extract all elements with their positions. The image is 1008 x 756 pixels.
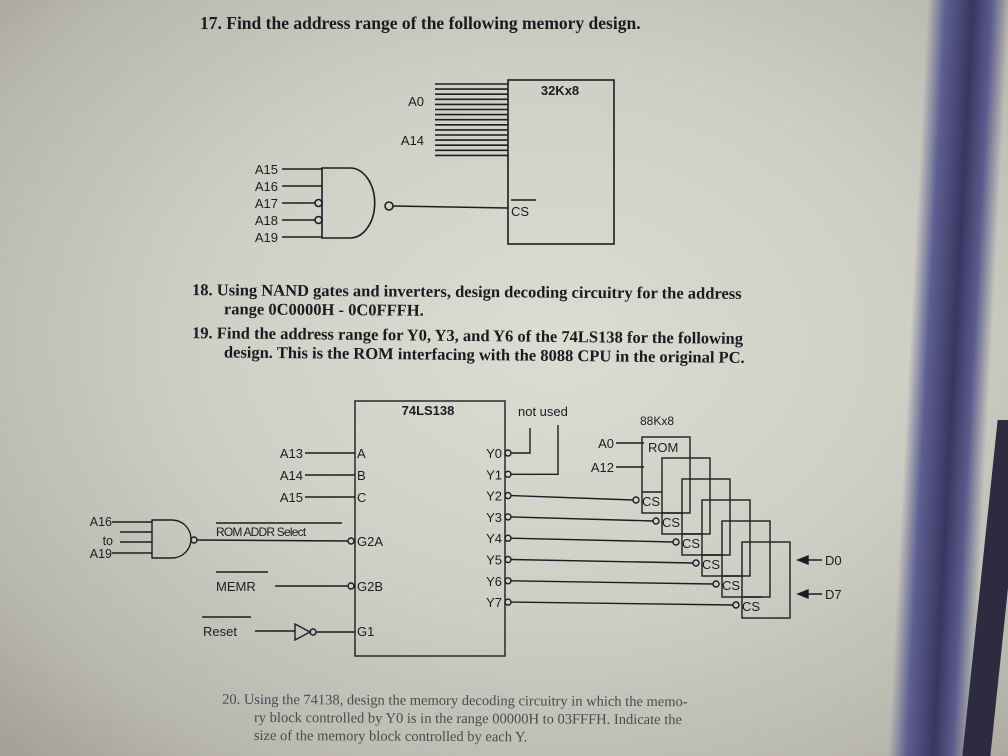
- y1-not-used-stub: [511, 425, 559, 475]
- rom-addr-label-a0: A0: [598, 436, 614, 451]
- memory-chip-label: 32Kx8: [541, 83, 579, 98]
- cs-wire: [510, 516, 654, 522]
- gate-input-label: A17: [255, 196, 278, 211]
- gate-input-label: A15: [255, 162, 278, 177]
- rom-addr-label-a12: A12: [591, 460, 614, 475]
- cs-bubble: [692, 559, 700, 567]
- rom-select-label: ROM ADDR Select: [216, 525, 307, 539]
- output-bubble: [504, 470, 512, 478]
- input-pin-label: C: [357, 490, 366, 505]
- g2b-pin-label: G2B: [357, 579, 383, 594]
- question-text: Find the address range of the following …: [226, 13, 641, 33]
- output-pin-label: Y4: [486, 531, 502, 546]
- address-bus: [435, 83, 508, 157]
- reset-label: Reset: [203, 624, 237, 639]
- cs-wire: [510, 494, 634, 501]
- cs-wire: [392, 205, 509, 209]
- cs-wire: [510, 558, 694, 564]
- output-pin-label: Y1: [486, 467, 502, 482]
- gate-input-label: A16: [255, 179, 278, 194]
- cs-bubble: [652, 517, 660, 525]
- decoder-chip-box: [354, 400, 506, 657]
- output-bubble: [504, 598, 512, 606]
- nand-input-label-top: A16: [90, 515, 112, 529]
- output-bubble: [504, 513, 512, 521]
- nand-input-label-bottom: A19: [90, 547, 112, 561]
- d7-arrow-icon: [796, 588, 809, 600]
- cs-bubble: [672, 538, 680, 546]
- output-bubble: [504, 449, 512, 457]
- output-bubble: [504, 491, 512, 500]
- nand-output-bubble: [190, 536, 198, 544]
- y0-not-used-stub: [511, 428, 531, 454]
- rom-chip: [741, 541, 791, 619]
- cs-pin-label: CS: [722, 578, 740, 593]
- d0-arrow-icon: [796, 554, 809, 566]
- output-bubble: [504, 534, 512, 542]
- bus-label-a0: A0: [408, 94, 424, 109]
- cs-bubble: [632, 496, 640, 504]
- cs-wire: [510, 580, 714, 585]
- reset-inverter: [294, 622, 312, 642]
- cs-pin-label: CS: [662, 515, 680, 530]
- g1-pin-label: G1: [357, 624, 374, 639]
- nand-input-label-mid: to: [103, 534, 113, 548]
- question-number: 17.: [200, 13, 222, 33]
- cs-wire: [510, 601, 734, 606]
- question-17: 17. Find the address range of the follow…: [200, 14, 641, 33]
- cs-pin-label: CS: [682, 536, 700, 551]
- output-bubble: [504, 555, 512, 564]
- output-pin-label: Y6: [486, 574, 502, 589]
- memory-chip-box: [507, 79, 615, 245]
- output-pin-label: Y2: [486, 489, 502, 504]
- output-pin-label: Y7: [486, 595, 502, 610]
- gate-input-label: A18: [255, 213, 278, 228]
- data-label-d7: D7: [825, 587, 842, 602]
- input-pin-label: B: [357, 468, 366, 483]
- cs-pin-label: CS: [642, 494, 660, 509]
- cs-pin-label: CS: [511, 204, 529, 219]
- gate-input-label: A19: [255, 230, 278, 245]
- input-pin-label: A: [357, 446, 366, 461]
- output-pin-label: Y5: [486, 553, 502, 568]
- cs-pin-label: CS: [702, 557, 720, 572]
- rom-size-label: 88Kx8: [640, 414, 674, 428]
- inverter-bubble-a17: [314, 198, 323, 208]
- cs-wire: [510, 537, 674, 543]
- input-signal-label: A13: [280, 446, 303, 461]
- not-used-label: not used: [518, 404, 568, 419]
- output-bubble: [504, 577, 512, 585]
- cs-bubble: [712, 580, 720, 588]
- nand-gate: [321, 167, 376, 239]
- cs-pin-label: CS: [742, 599, 760, 614]
- bus-label-a14: A14: [401, 133, 424, 148]
- memr-label: MEMR: [216, 579, 256, 594]
- cs-bubble: [732, 601, 740, 609]
- output-pin-label: Y3: [486, 510, 502, 525]
- output-pin-label: Y0: [486, 446, 502, 461]
- rom-select-nand-gate: [151, 519, 192, 559]
- inverter-bubble-a18: [314, 215, 323, 225]
- decoder-outputs: [504, 425, 559, 606]
- input-signal-label: A15: [280, 490, 303, 505]
- decoder-chip-label: 74LS138: [402, 403, 455, 418]
- data-label-d0: D0: [825, 553, 842, 568]
- rom-label: ROM: [648, 440, 678, 455]
- input-signal-label: A14: [280, 468, 303, 483]
- g2a-pin-label: G2A: [357, 534, 383, 549]
